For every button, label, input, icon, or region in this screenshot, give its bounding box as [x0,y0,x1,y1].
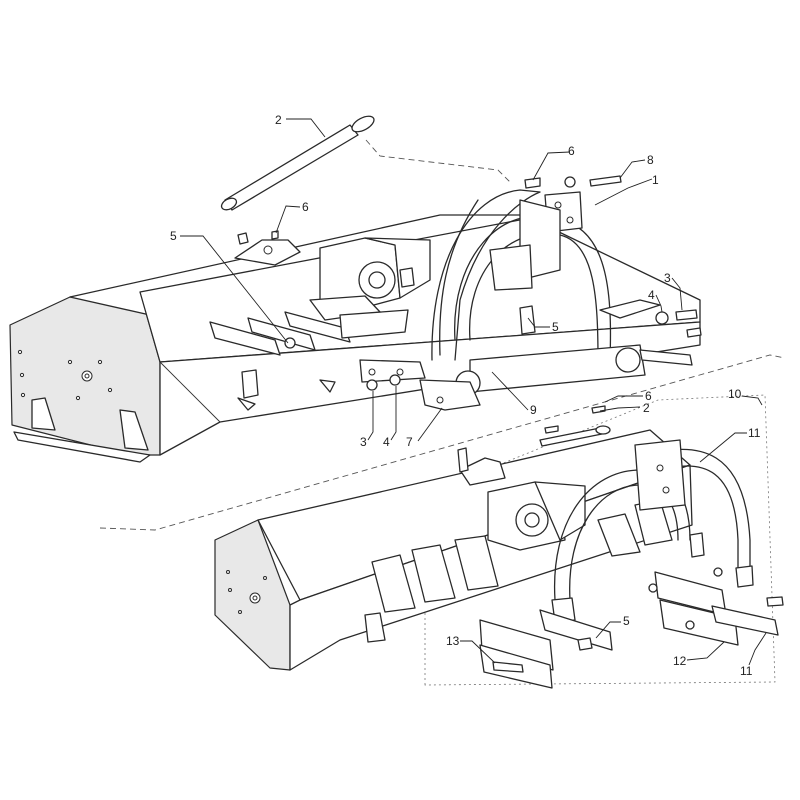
hitch-frame [359,189,693,411]
lower-mower-assembly [214,394,784,689]
callout-4-right: 4 [648,288,655,302]
top-link-rod [220,115,375,211]
callout-12: 12 [673,654,687,668]
upper-hardware [271,175,702,391]
callout-3-right: 3 [664,271,671,285]
upper-mower-assembly [9,115,702,463]
lower-gearbox [487,481,586,551]
callout-9: 9 [530,403,537,417]
callout-3-left: 3 [360,435,367,449]
callout-7: 7 [406,435,413,449]
section-separator [99,354,786,531]
detail-boundary [424,394,776,686]
callout-6-top: 6 [568,144,575,158]
lower-mower-housing [214,429,705,671]
callout-5-mid: 5 [552,320,559,334]
callout-1: 1 [652,173,659,187]
callout-10: 10 [728,387,742,401]
callout-13: 13 [446,634,460,648]
callout-5-left: 5 [170,229,177,243]
callout-8: 8 [647,153,654,167]
callout-4-left: 4 [383,435,390,449]
callout-11-upper: 11 [748,426,761,440]
lower-hardware [479,405,784,689]
callout-2-lower: 2 [643,401,650,415]
callout-2-upper: 2 [275,113,282,127]
leader-lines [180,118,767,666]
callout-6-lower: 6 [645,389,652,403]
rod-centerline [365,139,513,185]
u-frame [551,439,754,623]
callout-5-lower: 5 [623,614,630,628]
callout-11-lower: 11 [740,664,753,678]
callout-labels: 1 2 2 3 3 4 4 5 5 5 6 6 6 7 8 9 10 11 11… [170,113,761,678]
upper-gearbox [309,237,431,339]
callout-6-bracket: 6 [302,200,309,214]
